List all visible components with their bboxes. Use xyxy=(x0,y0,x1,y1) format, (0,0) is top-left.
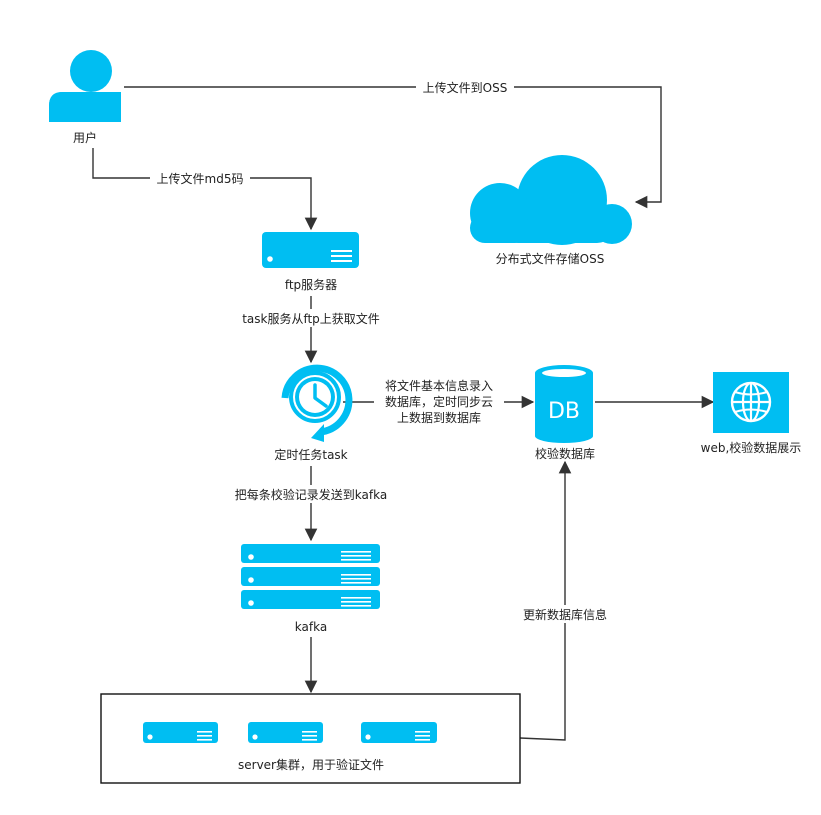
db-label: 校验数据库 xyxy=(535,446,595,461)
edge-label-bg xyxy=(515,605,615,623)
edge-label-bg xyxy=(150,169,250,187)
edge-label-user-ftp: 上传文件md5码 xyxy=(157,171,244,186)
user-label: 用户 xyxy=(73,130,97,145)
node-web: web,校验数据展示 xyxy=(701,372,802,455)
server-icon xyxy=(361,722,437,743)
edge-label-ftp-task: task服务从ftp上获取文件 xyxy=(242,311,380,326)
ftp-label: ftp服务器 xyxy=(285,277,337,292)
edge-label-bg xyxy=(416,78,514,96)
cloud-icon xyxy=(470,155,632,245)
node-cluster: server集群，用于验证文件 xyxy=(100,693,521,784)
cluster-label: server集群，用于验证文件 xyxy=(238,757,384,772)
edge-label-task-db-line-2: 数据库，定时同步云 xyxy=(385,394,493,409)
server-icon xyxy=(262,232,359,268)
db-icon-text: DB xyxy=(548,399,580,424)
kafka-label: kafka xyxy=(295,620,327,634)
task-label: 定时任务task xyxy=(274,447,347,462)
server-icon xyxy=(248,722,323,743)
globe-icon xyxy=(713,372,789,433)
edge-label-bg xyxy=(226,485,396,503)
server-icon xyxy=(143,722,218,743)
edge-label-cluster-db: 更新数据库信息 xyxy=(523,607,607,622)
edge-label-user-oss: 上传文件到OSS xyxy=(423,80,508,95)
web-label: web,校验数据展示 xyxy=(701,440,802,455)
node-ftp: ftp服务器 xyxy=(262,232,359,292)
node-db: DB 校验数据库 xyxy=(535,365,595,461)
edge-label-task-db-line-1: 将文件基本信息录入 xyxy=(385,378,493,393)
node-task: 定时任务task xyxy=(274,364,353,462)
edge-label-bg xyxy=(234,309,388,327)
edge-user-to-oss xyxy=(124,86,662,209)
edge-label-task-db-line-3: 上数据到数据库 xyxy=(397,410,481,425)
edge-label-bg xyxy=(374,375,504,427)
node-oss: 分布式文件存储OSS xyxy=(470,155,632,266)
edge-user-to-ftp xyxy=(92,148,318,231)
edge-label-task-kafka: 把每条校验记录发送到kafka xyxy=(235,487,387,502)
clock-icon xyxy=(281,364,353,442)
user-icon xyxy=(49,50,121,122)
node-user: 用户 xyxy=(49,50,121,145)
database-icon: DB xyxy=(535,365,593,443)
edge-cluster-to-db xyxy=(519,460,572,741)
node-kafka: kafka xyxy=(241,544,380,634)
oss-label: 分布式文件存储OSS xyxy=(496,251,605,266)
server-stack-icon xyxy=(241,544,380,609)
